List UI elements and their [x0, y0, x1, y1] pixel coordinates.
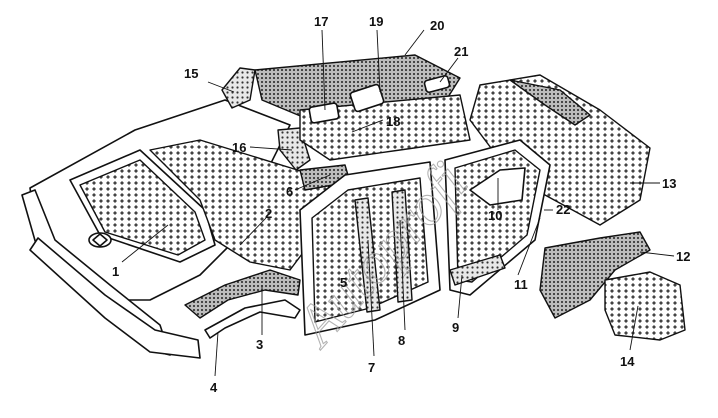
part-12-rear-wheel-arch	[539, 231, 651, 319]
callout-22: 22	[556, 202, 570, 217]
callout-21: 21	[454, 44, 468, 59]
callout-9: 9	[452, 320, 459, 335]
part-7-pillar-seal	[354, 197, 381, 313]
callout-18: 18	[386, 114, 400, 129]
callout-14: 14	[620, 354, 635, 369]
callout-13: 13	[662, 176, 676, 191]
part-1-hood-insulation	[79, 159, 206, 256]
front-emblem-mark	[92, 233, 108, 247]
callout-7: 7	[368, 360, 375, 375]
part-17-roof-clip	[308, 102, 340, 124]
part-13-rear-floor-edge	[509, 79, 591, 126]
part-4-wheel-arch-trim	[204, 299, 301, 339]
part-8-pillar-seal	[391, 189, 413, 303]
part-9-door-sill-seal	[449, 254, 506, 286]
part-3-wheel-arch-liner	[184, 269, 301, 319]
callout-labels: 1 2 3 4 5 6 7 8 9 10 11 12 13 14 15 16 1…	[112, 14, 690, 395]
part-21-roof-clip	[423, 74, 451, 94]
callout-19: 19	[369, 14, 383, 29]
leader-lines	[121, 29, 675, 377]
part-10-rear-door-window	[469, 167, 526, 206]
callout-4: 4	[210, 380, 218, 395]
insulation-parts	[79, 54, 686, 341]
callout-8: 8	[398, 333, 405, 348]
callout-3: 3	[256, 337, 263, 352]
bumper-lower-edge	[29, 237, 201, 359]
part-2-dash-insulation	[149, 139, 331, 271]
callout-11: 11	[514, 277, 528, 292]
callout-20: 20	[430, 18, 444, 33]
part-18-roof-insulation	[299, 94, 471, 161]
callout-12: 12	[676, 249, 690, 264]
callout-2: 2	[265, 206, 272, 221]
callout-10: 10	[488, 208, 502, 223]
callout-6: 6	[286, 184, 293, 199]
callout-5: 5	[340, 275, 347, 290]
callout-1: 1	[112, 264, 119, 279]
callout-16: 16	[232, 140, 246, 155]
part-18-dome-frame	[349, 83, 385, 113]
part-13-rear-floor-mat	[469, 74, 651, 226]
callout-17: 17	[314, 14, 328, 29]
callout-15: 15	[184, 66, 198, 81]
part-15-cowl-seal	[221, 67, 256, 109]
part-14-wheel-arch-cover	[604, 271, 686, 341]
